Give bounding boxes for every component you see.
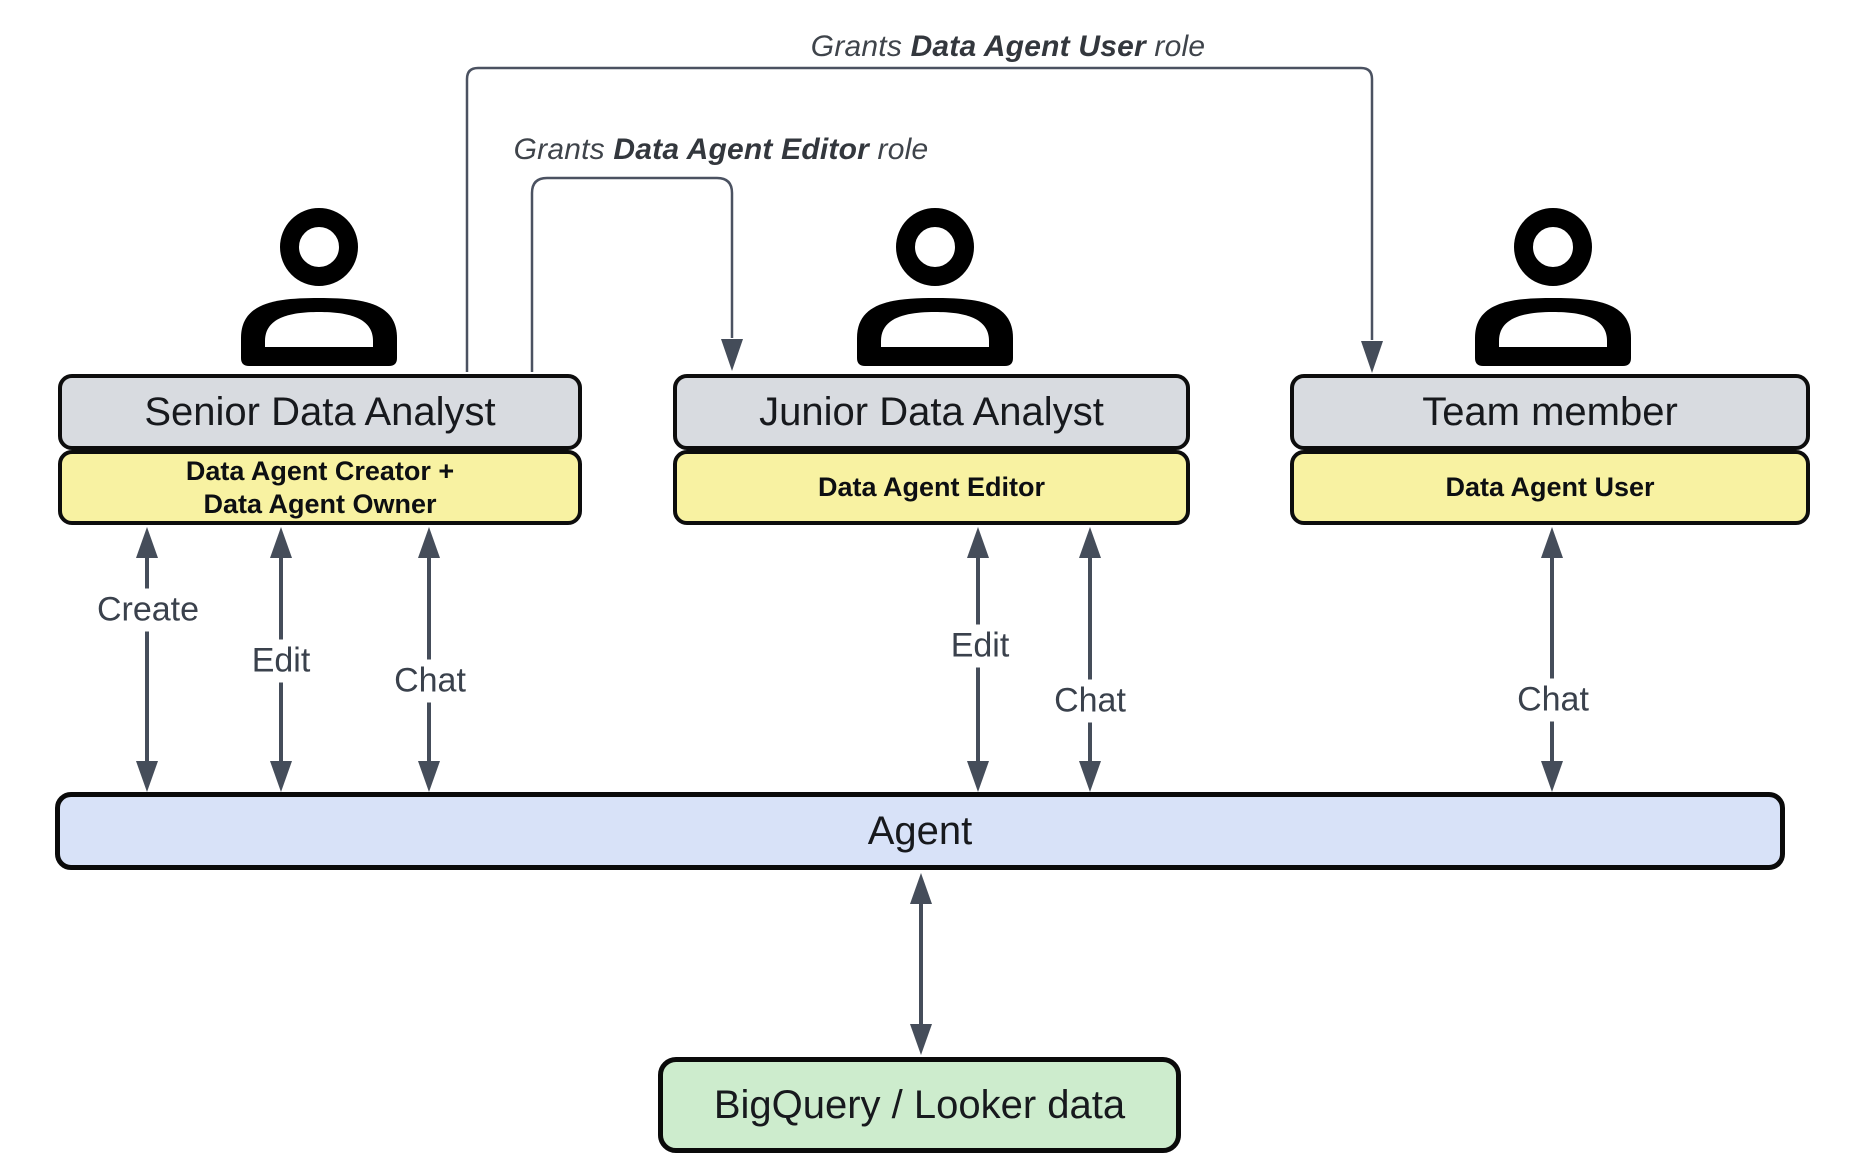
create-arrow bbox=[136, 527, 158, 792]
role-badge-editor: Data Agent Editor bbox=[673, 450, 1190, 525]
edit-label-junior: Edit bbox=[942, 624, 1018, 668]
chat-label-junior: Chat bbox=[1046, 679, 1134, 723]
agent-datasource-arrow bbox=[910, 873, 932, 1055]
agent-label: Agent bbox=[867, 808, 973, 853]
actor-title-senior-data-analyst: Senior Data Analyst bbox=[58, 374, 582, 450]
create-label: Create bbox=[88, 588, 208, 632]
chat-label-senior: Chat bbox=[386, 659, 474, 703]
actor-title-label: Junior Data Analyst bbox=[759, 389, 1104, 434]
actor-title-team-member: Team member bbox=[1290, 374, 1810, 450]
person-icon bbox=[241, 208, 397, 366]
grant-user-role-arrow bbox=[465, 66, 1383, 373]
actor-title-label: Team member bbox=[1422, 389, 1678, 434]
datasource-node: BigQuery / Looker data bbox=[658, 1057, 1181, 1153]
datasource-label: BigQuery / Looker data bbox=[713, 1082, 1126, 1127]
grant-editor-role-arrow bbox=[530, 176, 743, 372]
chat-arrow-team bbox=[1541, 527, 1563, 792]
grant-user-role-label: Grants Data Agent User role bbox=[811, 30, 1205, 64]
chat-arrow-junior bbox=[1079, 527, 1101, 792]
role-badge-user: Data Agent User bbox=[1290, 450, 1810, 525]
role-badge-line: Data Agent Creator + bbox=[185, 455, 455, 486]
person-icon bbox=[1475, 208, 1631, 366]
grant-label-suffix: role bbox=[869, 133, 929, 166]
role-badge-line: Data Agent Owner bbox=[203, 488, 437, 519]
grant-label-suffix: role bbox=[1145, 30, 1206, 63]
agent-node: Agent bbox=[55, 792, 1785, 870]
grant-label-role: Data Agent Editor bbox=[613, 133, 870, 166]
role-badge-line: Data Agent Editor bbox=[817, 472, 1045, 502]
grant-editor-role-label: Grants Data Agent Editor role bbox=[514, 133, 929, 167]
role-badge-line: Data Agent User bbox=[1445, 472, 1655, 502]
role-badge-creator-owner: Data Agent Creator + Data Agent Owner bbox=[58, 450, 582, 525]
actor-title-label: Senior Data Analyst bbox=[144, 389, 496, 434]
grant-label-prefix: Grants bbox=[810, 30, 911, 63]
grant-label-prefix: Grants bbox=[513, 133, 614, 166]
chat-label-team: Chat bbox=[1509, 678, 1597, 722]
grant-label-role: Data Agent User bbox=[910, 30, 1146, 63]
actor-title-junior-data-analyst: Junior Data Analyst bbox=[673, 374, 1190, 450]
person-icon bbox=[857, 208, 1013, 366]
edit-label-senior: Edit bbox=[243, 639, 319, 683]
